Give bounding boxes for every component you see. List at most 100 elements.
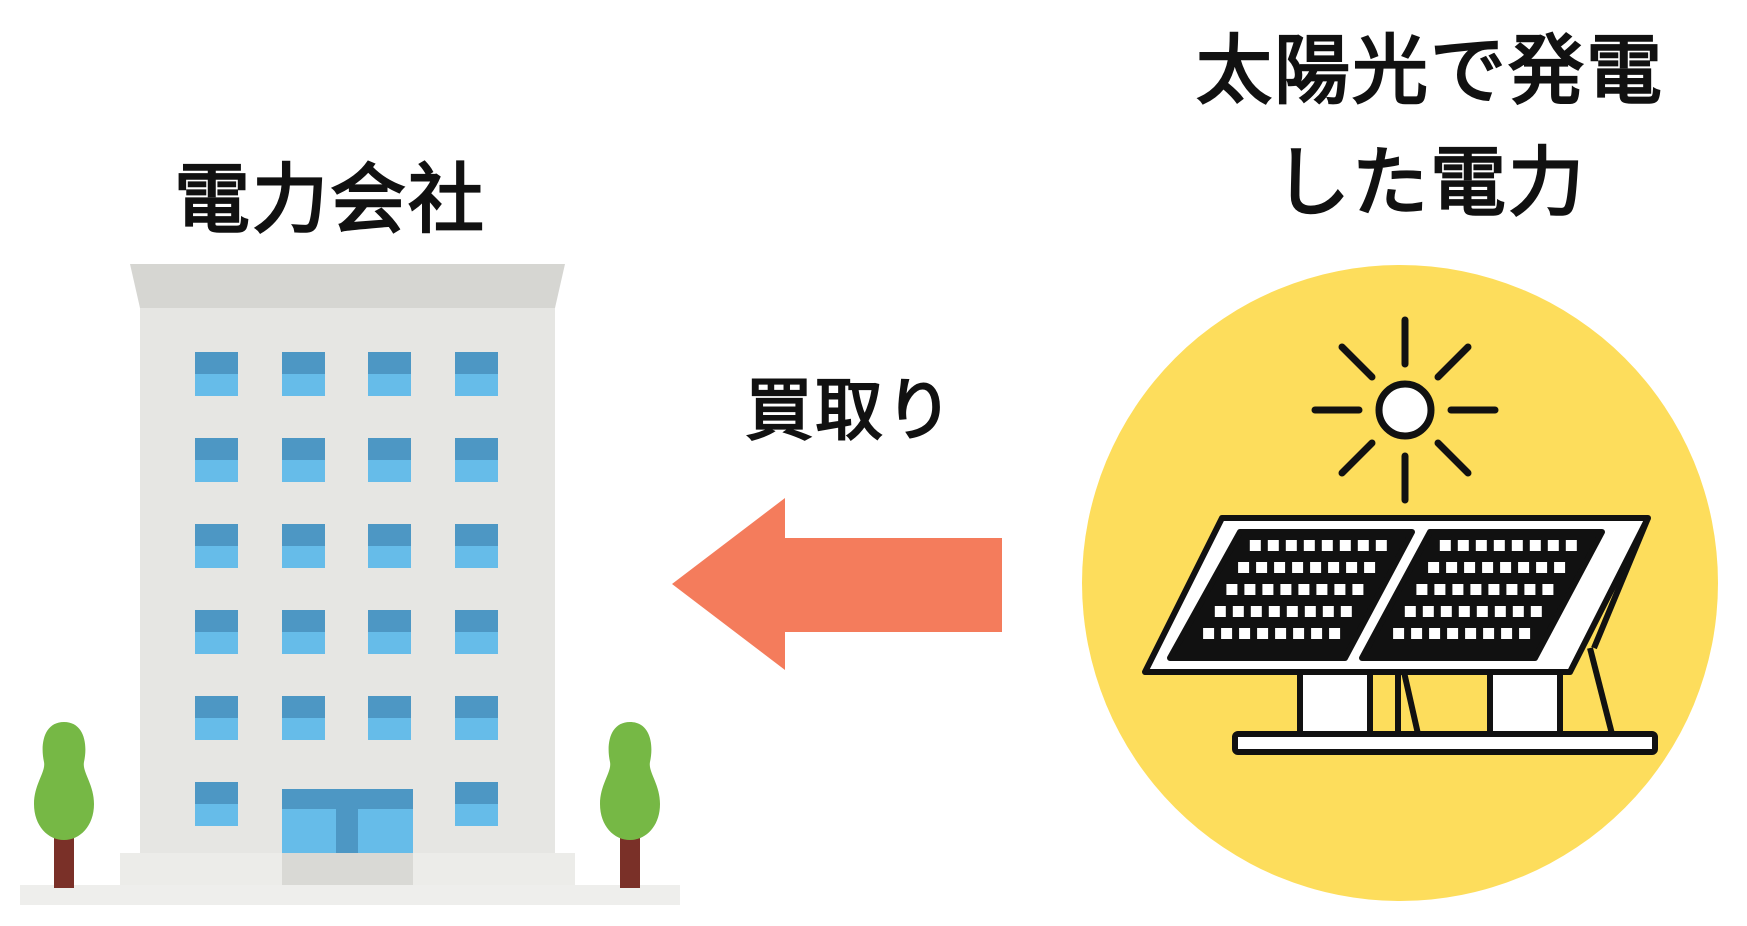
building-window — [455, 610, 498, 654]
sun-icon — [1311, 316, 1499, 504]
building-window — [368, 696, 411, 740]
solar-cell — [1275, 628, 1287, 639]
solar-cell — [1512, 606, 1524, 617]
solar-cell — [1292, 562, 1304, 573]
building-window — [195, 782, 238, 826]
solar-cell — [1280, 584, 1292, 595]
solar-cell — [1303, 540, 1315, 551]
solar-cell — [1244, 584, 1256, 595]
building-window — [455, 524, 498, 568]
solar-cell — [1221, 628, 1233, 639]
solar-cell — [1500, 562, 1512, 573]
solar-cell — [1511, 540, 1523, 551]
solar-cell — [1249, 540, 1261, 551]
solar-power-label-line2: した電力 — [1274, 138, 1586, 227]
solar-cell — [1542, 584, 1554, 595]
solar-power-label-line1: 太陽光で発電 — [1196, 26, 1664, 115]
solar-cell — [1328, 562, 1340, 573]
solar-cell — [1429, 628, 1441, 639]
solar-cell — [1239, 628, 1251, 639]
solar-cell — [1352, 584, 1364, 595]
solar-cell — [1393, 628, 1405, 639]
solar-cell — [1226, 584, 1238, 595]
solar-cell — [1519, 628, 1531, 639]
solar-cell — [1482, 562, 1494, 573]
building-window — [282, 352, 325, 396]
solar-cell — [1274, 562, 1286, 573]
building-window — [455, 352, 498, 396]
solar-cell — [1439, 540, 1451, 551]
solar-cell — [1286, 606, 1298, 617]
building-window — [195, 352, 238, 396]
ground-base — [20, 885, 680, 905]
solar-cell — [1464, 562, 1476, 573]
solar-cell — [1298, 584, 1310, 595]
solar-cell — [1547, 540, 1559, 551]
solar-cell — [1416, 584, 1428, 595]
solar-cell — [1565, 540, 1577, 551]
buyback-label: 買取り — [744, 372, 955, 451]
solar-cell — [1232, 606, 1244, 617]
solar-cell — [1311, 628, 1323, 639]
building-window — [282, 438, 325, 482]
building-window — [195, 438, 238, 482]
building-window — [195, 524, 238, 568]
solar-cell — [1554, 562, 1566, 573]
solar-cell — [1530, 606, 1542, 617]
solar-cell — [1524, 584, 1536, 595]
solar-cell — [1304, 606, 1316, 617]
solar-cell — [1310, 562, 1322, 573]
building-window — [282, 696, 325, 740]
solar-cell — [1404, 606, 1416, 617]
solar-cell — [1285, 540, 1297, 551]
solar-cell — [1329, 628, 1341, 639]
solar-cell — [1506, 584, 1518, 595]
solar-cell — [1411, 628, 1423, 639]
solar-cell — [1256, 562, 1268, 573]
solar-cell — [1465, 628, 1477, 639]
solar-cell — [1452, 584, 1464, 595]
solar-cell — [1446, 562, 1458, 573]
solar-cell — [1357, 540, 1369, 551]
solar-cell — [1364, 562, 1376, 573]
solar-cell — [1529, 540, 1541, 551]
building-window — [455, 696, 498, 740]
solar-cell — [1293, 628, 1305, 639]
office-building-icon — [120, 264, 575, 885]
left-arrow-icon — [672, 498, 1002, 670]
solar-cell — [1470, 584, 1482, 595]
building-window — [282, 610, 325, 654]
building-window — [195, 696, 238, 740]
solar-cell — [1518, 562, 1530, 573]
solar-power-label: 太陽光で発電 した電力 — [1110, 15, 1747, 239]
tree-icon — [600, 722, 660, 888]
solar-cell — [1203, 628, 1215, 639]
building-window — [455, 782, 498, 826]
solar-cell — [1316, 584, 1328, 595]
solar-cell — [1428, 562, 1440, 573]
solar-cell — [1493, 540, 1505, 551]
solar-cell — [1262, 584, 1274, 595]
solar-cell — [1434, 584, 1446, 595]
solar-cell — [1476, 606, 1488, 617]
solar-cell — [1214, 606, 1226, 617]
solar-cell — [1458, 606, 1470, 617]
solar-cell — [1267, 540, 1279, 551]
solar-cell — [1488, 584, 1500, 595]
solar-cell — [1268, 606, 1280, 617]
solar-cell — [1250, 606, 1262, 617]
solar-cell — [1334, 584, 1346, 595]
solar-cell — [1375, 540, 1387, 551]
building-window — [368, 438, 411, 482]
building-window — [368, 524, 411, 568]
solar-cell — [1475, 540, 1487, 551]
solar-cell — [1422, 606, 1434, 617]
solar-cell — [1440, 606, 1452, 617]
solar-cell — [1340, 606, 1352, 617]
solar-panel-icon — [1142, 515, 1658, 755]
solar-cell — [1339, 540, 1351, 551]
solar-cell — [1238, 562, 1250, 573]
solar-cell — [1457, 540, 1469, 551]
power-company-label: 電力会社 — [174, 155, 486, 244]
